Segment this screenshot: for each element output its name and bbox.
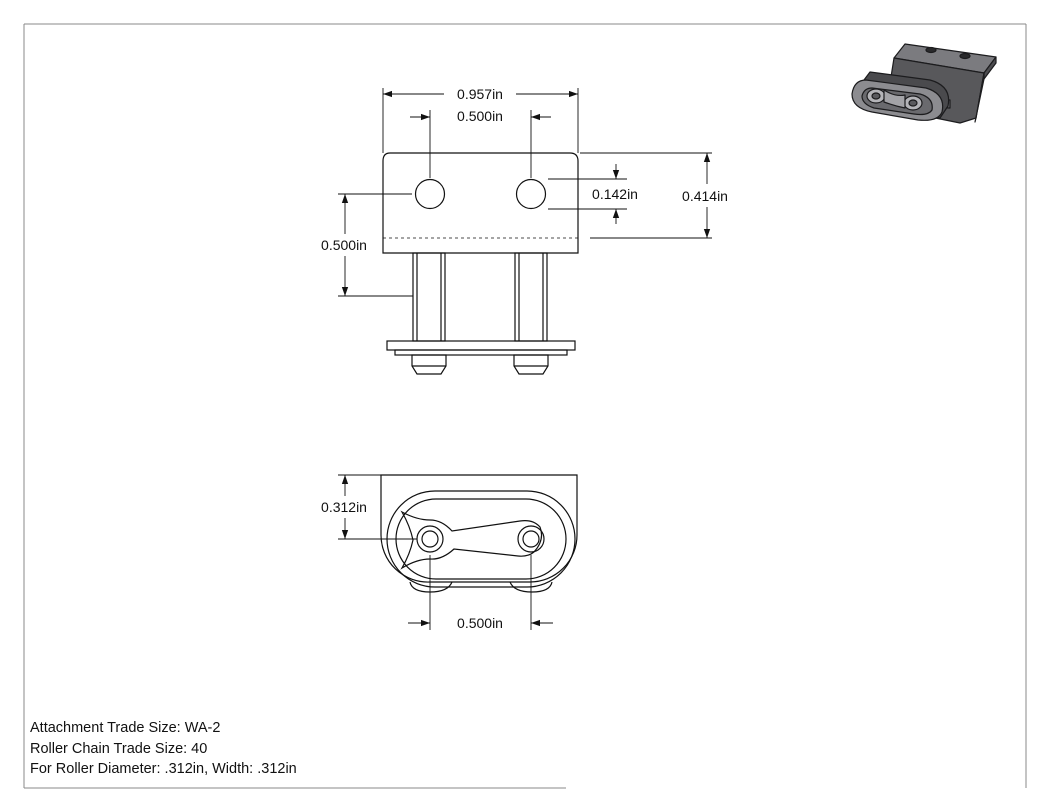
connecting-link [400,510,543,570]
dim-plate-offset: 0.312in [321,499,367,515]
dim-hole-diameter: 0.142in [592,186,638,202]
note-roller-diameter-width: For Roller Diameter: .312in, Width: .312… [30,761,297,777]
attachment-plate-outline [382,152,579,254]
drawing-notes: Attachment Trade Size: WA-2 Roller Chain… [30,718,297,780]
dim-hole-spacing-bottom: 0.500in [457,615,503,631]
note-roller-chain-trade-size: Roller Chain Trade Size: 40 [30,740,208,757]
plate-hole-left [414,178,446,210]
top-view-dimensions [338,474,553,630]
link-plate-bottom [394,349,568,356]
dim-pin-height: 0.500in [321,237,367,253]
front-view [382,152,579,375]
plate-hole-right [515,178,547,210]
pin-end-left-inner [421,530,439,548]
dim-hole-spacing-top: 0.500in [457,108,503,124]
pin-end-right-inner [522,530,540,548]
sheet-border [23,23,1027,789]
note-attachment-trade-size: Attachment Trade Size: WA-2 [30,720,221,736]
dim-plate-height: 0.414in [682,188,728,204]
link-plate-top [386,340,576,351]
pin-end-left-outer [416,525,444,553]
isometric-preview [851,43,997,124]
top-view [380,474,578,593]
pin-left [412,252,446,342]
dim-overall-width: 0.957in [457,86,503,102]
pin-right [514,252,548,342]
pin-head-left [411,354,447,375]
pin-head-right [513,354,549,375]
front-view-dimensions [338,88,712,297]
pin-end-right-outer [517,525,545,553]
